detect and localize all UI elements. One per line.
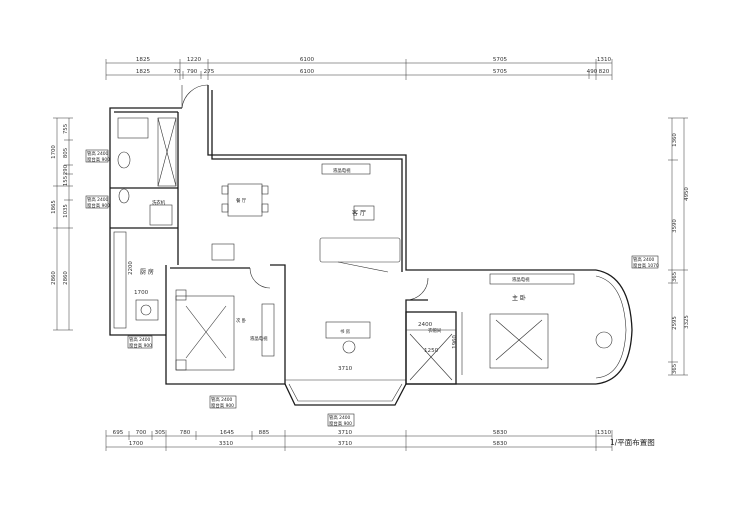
bottom-dim-outer-4: 5830 xyxy=(493,441,508,447)
tag-bath2-a: 管高 2400 xyxy=(87,196,109,203)
bottom-dim-inner-4: 780 xyxy=(180,430,191,436)
tag-kitchen-a: 管高 2400 xyxy=(129,336,151,343)
bottom-dim-outer-2: 3310 xyxy=(219,441,234,447)
left-dim-outer-1: 1700 xyxy=(51,145,57,159)
tv-cabinet-master xyxy=(489,273,575,285)
top-dim-inner-2: 70 xyxy=(173,69,181,75)
bottom-dim-outer-1: 1700 xyxy=(129,441,144,447)
right-dimension-lines: 1360 3590 365 2595 365 4950 3325 xyxy=(668,117,690,376)
tag-second-b: 窗台高 900 xyxy=(211,402,234,409)
study-desk-icon xyxy=(325,321,371,339)
top-dim-outer-4: 5705 xyxy=(493,57,508,63)
room-label-master: 主 卧 xyxy=(512,294,526,302)
toilet-icon-2 xyxy=(118,188,130,204)
bottom-dim-inner-8: 5830 xyxy=(493,430,508,436)
bed-second-bedroom xyxy=(175,295,235,371)
tag-study-b: 窗台高 900 xyxy=(329,420,352,427)
right-dim-inner-1: 1360 xyxy=(672,133,678,147)
armchair-icon xyxy=(595,331,613,349)
left-dim-outer-3: 2860 xyxy=(51,271,57,285)
right-dim-inner-5: 365 xyxy=(672,364,678,374)
toilet-icon xyxy=(117,151,131,169)
room-label-kitchen: 厨 房 xyxy=(140,268,154,276)
tag-master-a: 管高 2400 xyxy=(633,256,655,263)
tag-bath2-b: 窗台高 900 xyxy=(87,202,110,209)
study-dim-w: 3710 xyxy=(338,366,353,372)
tag-second-a: 管高 2400 xyxy=(211,396,233,403)
closet-dim-d: 1250 xyxy=(424,348,439,354)
shower-screen-icon xyxy=(157,117,177,187)
tv-label-living: 液晶电视 xyxy=(333,167,351,174)
bottom-dim-outer-3: 3710 xyxy=(338,441,353,447)
bathtub-icon xyxy=(117,117,149,139)
tv-label-second: 液晶电视 xyxy=(250,335,268,342)
left-dim-inner-2: 805 xyxy=(63,148,69,158)
room-label-second-bedroom: 次 卧 xyxy=(236,317,247,324)
top-dim-inner-6: 5705 xyxy=(493,69,508,75)
right-dim-inner-2: 3590 xyxy=(672,219,678,233)
left-dim-inner-5: 1035 xyxy=(63,204,69,218)
tv-cabinet-second xyxy=(261,303,275,357)
left-dim-inner-1: 755 xyxy=(63,124,69,134)
top-dim-outer-1: 1825 xyxy=(136,57,151,63)
tag-study-a: 管高 2400 xyxy=(329,414,351,421)
coffee-table-icon xyxy=(353,205,375,221)
tag-bath1-a: 管高 2400 xyxy=(87,150,109,157)
kitchen-dim-h: 1700 xyxy=(134,290,149,296)
left-dim-inner-4: 155 xyxy=(63,176,69,186)
furniture: 洗衣机 餐 厅 液晶电视 客 厅 厨 房 2200 1700 次 卧 液晶电视 … xyxy=(117,117,613,372)
left-dim-inner-3: 290 xyxy=(63,164,69,175)
bottom-dim-inner-5: 1645 xyxy=(220,430,235,436)
fridge-icon xyxy=(211,243,235,261)
top-dim-inner-5: 6100 xyxy=(300,69,315,75)
right-dim-inner-3: 365 xyxy=(672,272,678,282)
top-dim-outer-3: 6100 xyxy=(300,57,315,63)
room-label-study: 书 房 xyxy=(340,328,351,335)
bottom-dim-inner-2: 700 xyxy=(136,430,147,436)
walls xyxy=(109,84,633,406)
bottom-dim-inner-3: 305 xyxy=(155,430,166,436)
tv-label-master: 液晶电视 xyxy=(512,276,530,283)
dining-label: 餐 厅 xyxy=(236,197,247,204)
tag-bath1-b: 窗台高 900 xyxy=(87,156,110,163)
bottom-dimension-lines: 695 700 305 780 1645 885 3710 5830 1310 … xyxy=(105,430,655,451)
right-dim-inner-4: 2595 xyxy=(672,316,678,330)
left-dimension-lines: 1700 1865 2860 755 805 290 155 1035 2860 xyxy=(51,117,73,331)
top-dim-inner-8: 820 xyxy=(599,69,610,75)
tag-master-b: 窗台高 1070 xyxy=(633,262,659,269)
dining-table-icon xyxy=(227,183,263,217)
tv-cabinet-living xyxy=(321,163,371,175)
top-dim-outer-5: 1310 xyxy=(597,57,612,63)
top-dimension-lines: 1825 1220 6100 5705 1310 1825 70 790 275… xyxy=(105,57,613,80)
right-dim-outer-1: 4950 xyxy=(684,187,690,201)
washer-icon xyxy=(149,204,173,226)
bottom-dim-inner-7: 3710 xyxy=(338,430,353,436)
top-dim-outer-2: 1220 xyxy=(187,57,202,63)
bottom-dim-inner-9: 1310 xyxy=(597,430,612,436)
top-dim-inner-7: 490 xyxy=(587,69,598,75)
left-dim-inner-6: 2860 xyxy=(63,271,69,285)
bottom-dim-inner-6: 885 xyxy=(259,430,270,436)
right-dim-outer-2: 3325 xyxy=(684,315,690,329)
room-label-living: 客 厅 xyxy=(352,209,366,217)
top-dim-inner-4: 275 xyxy=(204,69,215,75)
tags: 管高 2400 窗台高 900 管高 2400 窗台高 900 管高 2400 … xyxy=(85,149,659,427)
closet-dim-w: 2400 xyxy=(418,322,433,328)
tag-kitchen-b: 窗台高 900 xyxy=(129,342,152,349)
sofa-icon xyxy=(319,237,401,263)
bed-master-bedroom xyxy=(489,313,549,369)
bottom-dim-inner-1: 695 xyxy=(113,430,124,436)
washer-label: 洗衣机 xyxy=(152,199,166,206)
left-dim-outer-2: 1865 xyxy=(51,200,57,214)
plan-title: 1/平面布置图 xyxy=(610,437,655,447)
room-label-closet: 衣帽间 xyxy=(428,327,441,334)
closet-dim-h: 1960 xyxy=(452,335,458,349)
top-dim-inner-3: 790 xyxy=(187,69,198,75)
top-dim-inner-1: 1825 xyxy=(136,69,151,75)
study-chair-icon xyxy=(342,340,356,354)
kitchen-dim-w: 2200 xyxy=(128,261,134,275)
